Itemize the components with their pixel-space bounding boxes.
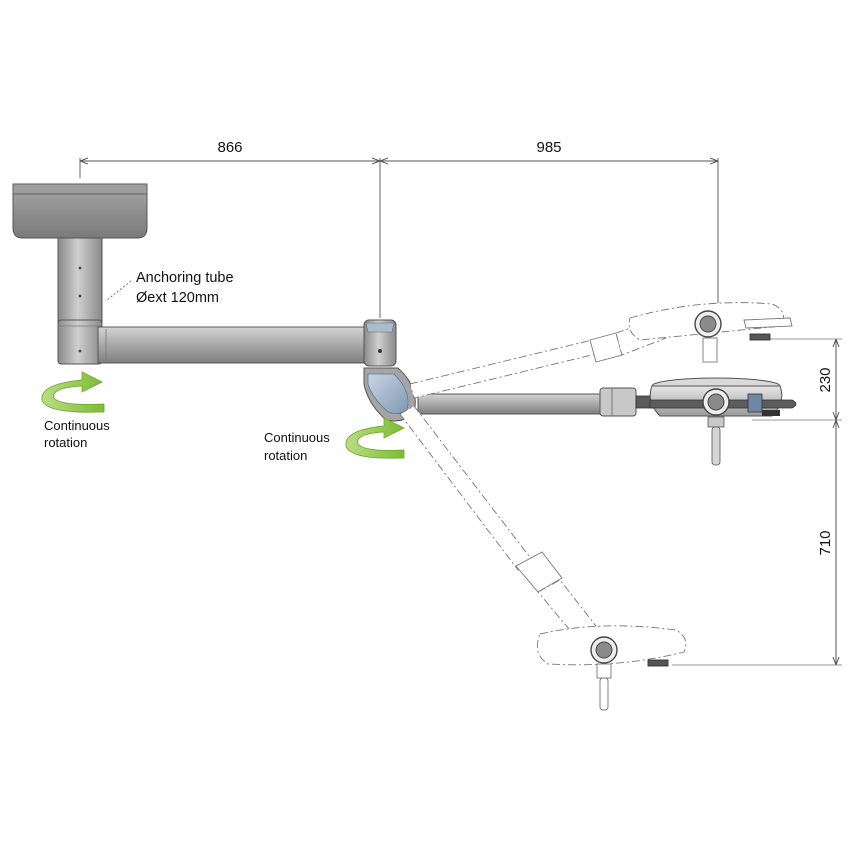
anchoring-tube-label: Anchoring tube [136,270,234,286]
middle-extension-arm [417,387,655,417]
ceiling-canopy [12,183,148,239]
dimension-985: 985 [380,139,719,305]
anchoring-tube [57,237,103,365]
dimension-710-label: 710 [817,530,834,555]
left-rotation-label-line1: Continuous [44,418,110,433]
dimension-866-label: 866 [217,139,242,156]
central-joint [363,319,416,422]
center-rotation-arrow-icon [345,417,405,459]
center-rotation-label-line2: rotation [264,448,307,463]
center-rotation-label-line1: Continuous [264,430,330,445]
dimension-710: 710 [672,420,842,666]
anchoring-tube-callout: Anchoring tube Øext 120mm [106,270,234,306]
upper-phantom-arm [409,317,667,399]
middle-lamp-head [649,377,797,466]
anchoring-tube-diameter: Øext 120mm [136,290,219,306]
dimension-230-label: 230 [817,367,834,392]
left-rotation-arrow-icon [41,371,105,413]
dimension-866: 866 [79,139,381,318]
lower-phantom-arm [399,405,611,655]
dimension-230: 230 [752,338,842,421]
lower-phantom-lamp-head [536,625,687,711]
dimension-985-label: 985 [536,139,561,156]
upper-phantom-lamp-head [628,302,793,363]
main-arm [97,326,375,364]
left-rotation-label-line2: rotation [44,435,87,450]
